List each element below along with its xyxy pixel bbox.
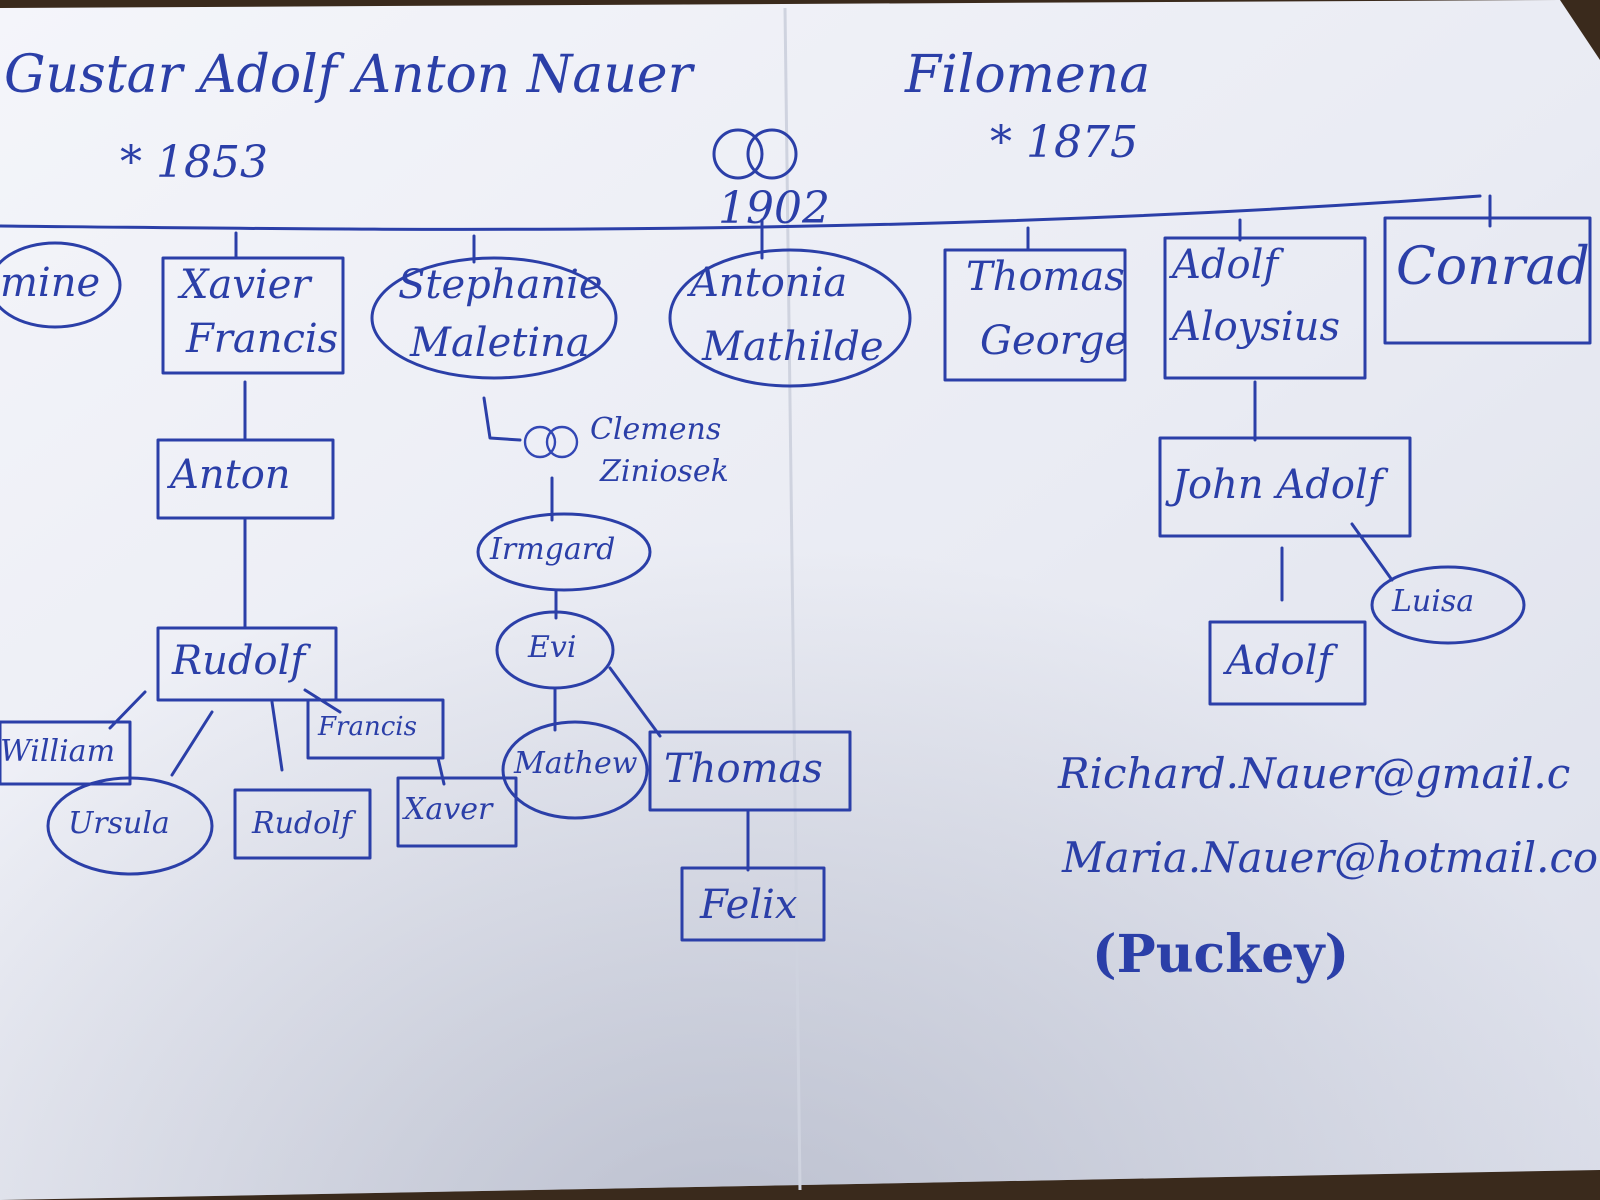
spouse-clemens-line1: Clemens [590,412,722,447]
node-ursula [46,776,214,876]
child-mine: mine [0,260,101,306]
father-name: Gustar Adolf Anton Nauer [4,45,693,105]
child-adolf-line1: Adolf [1172,242,1279,288]
desc-evi: Evi [528,630,577,665]
desc-francis: Francis [318,712,417,742]
node-adolf-aloysius [1163,236,1367,380]
desc-luisa: Luisa [1392,584,1475,619]
mother-birth: * 1875 [990,117,1138,168]
father-birth: * 1853 [120,137,268,188]
desc-irmgard: Irmgard [490,532,616,567]
desc-mathew: Mathew [514,746,638,781]
desc-anton: Anton [170,452,291,498]
node-adolf-jr [1208,620,1367,706]
desc-xaver: Xaver [404,792,493,827]
node-rudolf-jr [233,788,372,860]
node-irmgard [476,512,652,592]
node-xavier-francis [161,256,345,375]
desc-thomas: Thomas [664,746,823,792]
contact-email-richard: Richard.Nauer@gmail.c [1058,749,1571,798]
child-thomas-line1: Thomas [966,254,1125,300]
desc-rudolf: Rudolf [172,638,306,684]
contact-email-maria: Maria.Nauer@hotmail.co [1062,833,1598,882]
node-thomas [648,730,852,812]
node-john-adolf [1158,436,1412,538]
child-antonia-line1: Antonia [690,260,848,306]
node-thomas-george [943,248,1127,382]
desc-ursula: Ursula [68,806,170,841]
generation-line [0,194,1482,231]
child-stephanie-line2: Maletina [410,320,590,366]
node-evi [495,610,615,690]
child-thomas-line2: George [980,318,1129,364]
node-rudolf [156,626,338,702]
node-felix [680,866,826,942]
desc-felix: Felix [700,882,798,928]
child-adolf-line2: Aloysius [1172,304,1340,350]
desc-rudolf-jr: Rudolf [252,806,352,841]
node-conrad [1383,216,1592,345]
spouse-clemens-line2: Ziniosek [600,454,729,489]
paper-fold [783,7,802,1191]
child-xavier-line1: Xavier [180,262,311,308]
child-stephanie-line1: Stephanie [398,262,603,308]
contact-nickname: (Puckey) [1092,924,1350,985]
desc-john-adolf: John Adolf [1172,462,1383,508]
node-stephanie [370,256,618,380]
child-antonia-line2: Mathilde [702,324,884,370]
desc-william: William [0,734,116,769]
node-mathew [501,720,649,820]
node-luisa [1370,565,1526,645]
node-antonia [668,248,912,388]
desc-adolf-jr: Adolf [1226,638,1333,684]
marriage-rings-icon [712,128,798,180]
child-conrad: Conrad [1396,237,1590,297]
node-william [0,720,132,786]
node-anton [156,438,335,520]
mother-name: Filomena [905,45,1151,105]
node-francis [306,698,445,760]
child-xavier-line2: Francis [186,316,339,362]
marriage-year: 1902 [718,183,830,234]
node-xaver [396,776,518,848]
node-mine [0,241,122,329]
marriage-rings-icon [523,425,579,459]
